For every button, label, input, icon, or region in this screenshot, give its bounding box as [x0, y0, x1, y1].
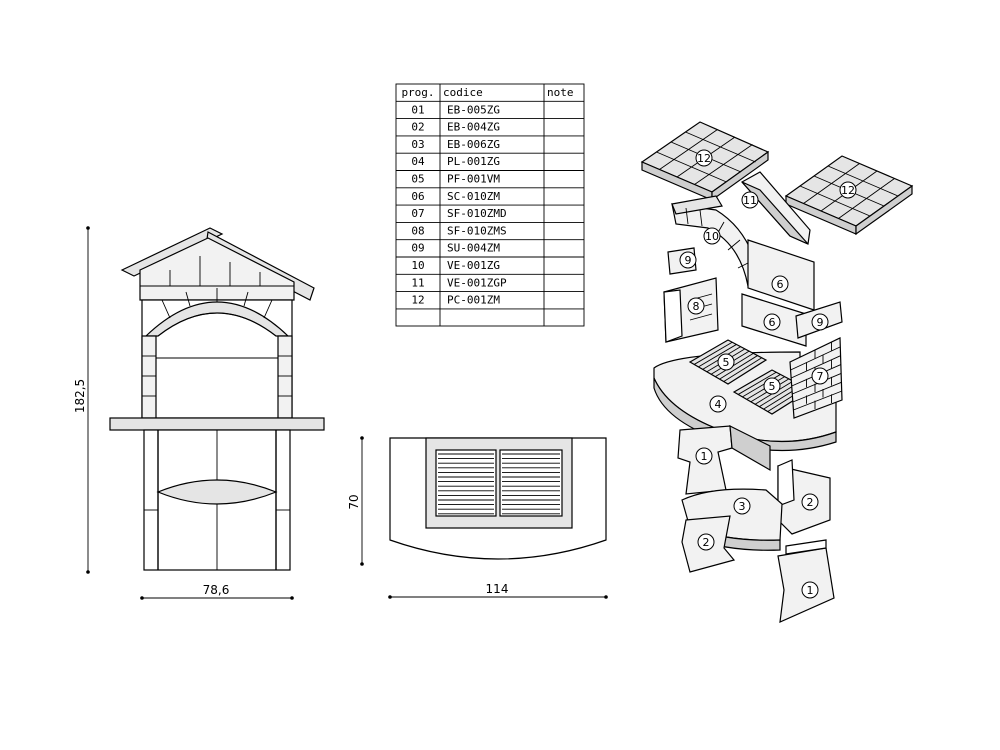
balloon-b10 [703, 227, 721, 245]
balloon-b6b [763, 313, 781, 331]
balloon-label: 12 [841, 184, 855, 197]
balloon-label: 7 [817, 370, 824, 383]
table-cell-prog: 07 [411, 207, 424, 220]
parts-table: prog. codice note 01 EB-005ZG 02 EB-004ZG 03… [395, 83, 585, 327]
table-cell-prog: 10 [411, 259, 424, 272]
balloon-b12a [695, 149, 713, 167]
plan-grill-right [499, 449, 563, 517]
table-cell-code: SU-004ZM [447, 242, 500, 255]
table-cell-prog: 06 [411, 190, 424, 203]
balloon-label: 2 [703, 536, 710, 549]
front-width-label: 78,6 [203, 583, 230, 597]
balloon-label: 9 [817, 316, 824, 329]
table-cell-prog: 09 [411, 242, 424, 255]
plan-view [389, 437, 607, 560]
balloon-label: 9 [685, 254, 692, 267]
front-height-label: 182,5 [73, 379, 87, 413]
balloon-label: 4 [715, 398, 722, 411]
balloon-b5b [763, 377, 781, 395]
table-cell-code: PC-001ZM [447, 294, 500, 307]
balloon-label: 10 [705, 230, 719, 243]
table-cell-code: EB-006ZG [447, 138, 500, 151]
gable-wall [139, 237, 295, 301]
balloon-label: 5 [723, 356, 730, 369]
table-cell-prog: 11 [411, 276, 424, 289]
balloon-label: 8 [693, 300, 700, 313]
front-width-dimension: 78,6 [140, 583, 294, 600]
table-cell-code: PL-001ZG [447, 155, 500, 168]
balloon-b12b [839, 181, 857, 199]
arch-part [671, 203, 761, 287]
table-cell-code: PF-001VM [447, 173, 500, 186]
table-cell-prog: 08 [411, 224, 424, 237]
balloon-b6a [771, 275, 789, 293]
plan-depth-label: 70 [347, 494, 361, 509]
table-cell-prog: 12 [411, 294, 424, 307]
table-cell-code: SF-010ZMD [447, 207, 507, 220]
plan-width-dimension: 114 [388, 582, 608, 599]
balloon-b3 [733, 497, 751, 515]
balloon-label: 11 [743, 194, 757, 207]
table-cell-code: SC-010ZM [447, 190, 500, 203]
balloon-label: 6 [769, 316, 776, 329]
balloon-b1a [695, 447, 713, 465]
balloon-b8 [687, 297, 705, 315]
balloon-b7 [811, 367, 829, 385]
table-header-prog: prog. [401, 86, 434, 99]
balloon-b2a [801, 493, 819, 511]
table-cell-code: EB-004ZG [447, 121, 500, 134]
balloon-b2b [697, 533, 715, 551]
upper-body [141, 299, 293, 419]
table-cell-prog: 05 [411, 173, 424, 186]
table-cell-prog: 04 [411, 155, 425, 168]
table-cell-code: SF-010ZMS [447, 224, 507, 237]
balloon-b4 [709, 395, 727, 413]
plan-depth-dimension: 70 [347, 436, 364, 566]
lower-shelf [156, 479, 278, 505]
table-cell-code: EB-005ZG [447, 103, 500, 116]
balloon-label: 1 [807, 584, 814, 597]
table-cell-code: VE-001ZGP [447, 276, 507, 289]
balloon-b9a [679, 251, 697, 269]
table-cell-prog: 01 [411, 103, 424, 116]
balloon-b5a [717, 353, 735, 371]
balloon-label: 1 [701, 450, 708, 463]
balloon-b1b [801, 581, 819, 599]
balloon-label: 5 [769, 380, 776, 393]
balloon-b11 [741, 191, 759, 209]
table-cell-prog: 02 [411, 121, 424, 134]
balloon-b9b [811, 313, 829, 331]
front-view [109, 227, 325, 571]
balloon-label: 3 [739, 500, 746, 513]
balloon-label: 2 [807, 496, 814, 509]
table-cell-code: VE-001ZG [447, 259, 500, 272]
table-header-note: note [547, 86, 574, 99]
table-header-code: codice [443, 86, 483, 99]
plan-grill-left [435, 449, 497, 517]
roof-left-slab [120, 227, 224, 277]
counter-slab [109, 417, 325, 431]
balloon-label: 6 [777, 278, 784, 291]
plan-width-label: 114 [486, 582, 509, 596]
table-cell-prog: 03 [411, 138, 424, 151]
front-height-dimension: 182,5 [73, 226, 90, 574]
balloon-label: 12 [697, 152, 711, 165]
